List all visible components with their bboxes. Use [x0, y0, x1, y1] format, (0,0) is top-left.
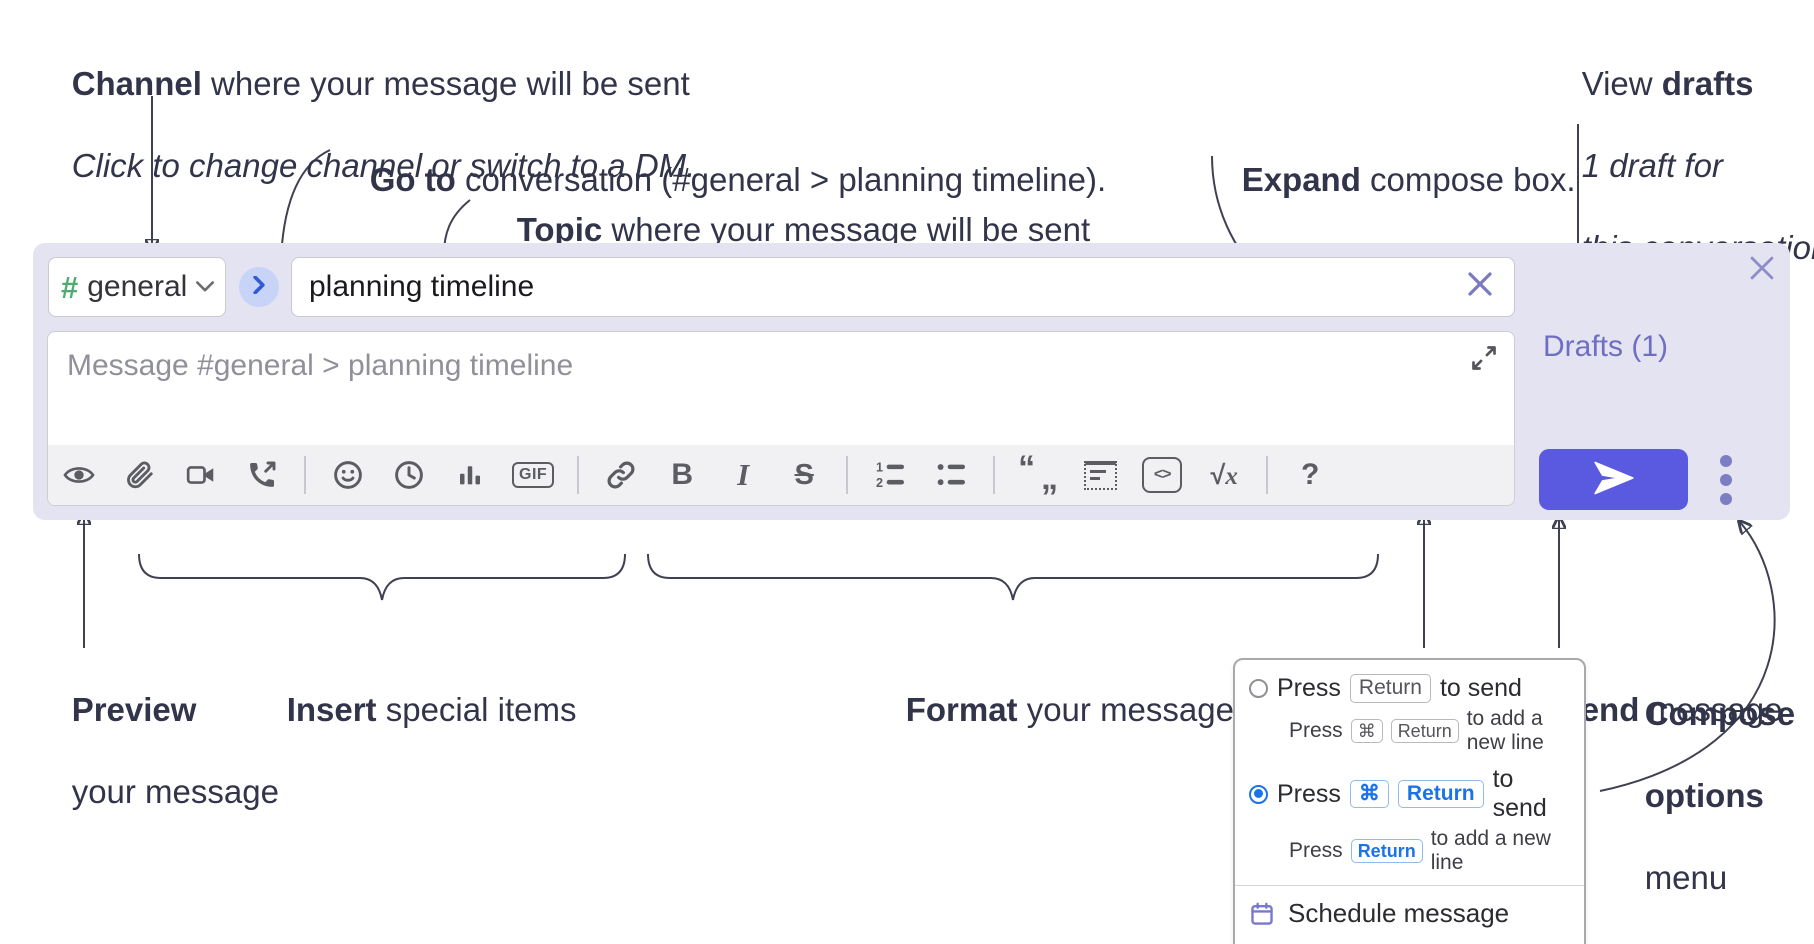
help-icon[interactable]: ?	[1301, 458, 1320, 491]
menu-item-view-scheduled[interactable]: View scheduled messages	[1249, 941, 1570, 944]
message-input[interactable]: Message #general > planning timeline	[67, 349, 574, 382]
go-to-conversation-button[interactable]	[239, 267, 279, 307]
code-icon[interactable]: <>	[1142, 452, 1183, 498]
chevron-right-icon	[253, 274, 265, 299]
menu-option-cmd-enter-sends[interactable]: Press ⌘ Return to send	[1249, 765, 1570, 823]
annotation-channel: Channel where your message will be sent …	[71, 65, 696, 184]
radio-selected-icon[interactable]	[1249, 784, 1268, 804]
expand-icon[interactable]	[1470, 344, 1498, 372]
svg-text:2: 2	[876, 476, 883, 490]
radio-icon[interactable]	[1249, 679, 1268, 698]
topic-input[interactable]	[291, 257, 1515, 317]
toolbar-divider	[1266, 456, 1269, 494]
annotation-insert: Insert special items	[286, 691, 577, 728]
toolbar-divider	[993, 456, 996, 494]
paperclip-icon[interactable]	[121, 452, 159, 498]
svg-text:1: 1	[876, 461, 883, 475]
annotation-format: Format your message	[905, 691, 1234, 728]
toolbar-divider	[846, 456, 849, 494]
send-button[interactable]	[1539, 449, 1688, 510]
strikethrough-icon[interactable]: S	[794, 458, 814, 491]
clock-icon[interactable]	[390, 452, 428, 498]
italic-icon[interactable]: I	[737, 457, 750, 492]
gif-icon[interactable]: GIF	[512, 452, 555, 498]
annotation-preview: Preview your message	[71, 691, 279, 810]
menu-item-schedule-message[interactable]: Schedule message	[1249, 898, 1570, 929]
drafts-link[interactable]: Drafts (1)	[1543, 330, 1669, 363]
video-camera-icon[interactable]	[182, 452, 220, 498]
bold-icon[interactable]: B	[671, 458, 693, 491]
phone-call-icon[interactable]	[243, 452, 281, 498]
message-area: Message #general > planning timeline	[47, 331, 1515, 506]
poll-icon[interactable]	[451, 452, 489, 498]
toolbar-divider	[304, 456, 306, 494]
channel-selector[interactable]: # general	[48, 257, 226, 317]
compose-box: # general Message #general > planning ti…	[33, 243, 1790, 520]
close-icon[interactable]	[1737, 243, 1787, 293]
bulleted-list-icon[interactable]	[932, 452, 970, 498]
menu-option-enter-sends[interactable]: Press Return to send	[1249, 674, 1570, 703]
annotation-topic: Topic where your message will be sent	[516, 211, 1091, 248]
kebab-dots-icon	[1720, 454, 1732, 467]
annotation-goto: Go to conversation (#general > planning …	[369, 161, 1107, 198]
compose-options-button[interactable]	[1711, 449, 1741, 510]
clear-topic-icon[interactable]	[1465, 269, 1495, 299]
menu-option-enter-sends-sub: Press ⌘ Return to add a new line	[1289, 707, 1544, 754]
eye-icon[interactable]	[60, 452, 98, 498]
menu-divider	[1235, 885, 1584, 886]
math-icon[interactable]: √x	[1210, 459, 1238, 490]
spoiler-icon[interactable]	[1081, 452, 1119, 498]
hash-icon: #	[61, 269, 79, 305]
channel-name: general	[87, 270, 188, 303]
chevron-down-icon	[196, 281, 215, 293]
emoji-icon[interactable]	[329, 452, 367, 498]
link-icon[interactable]	[602, 452, 640, 498]
toolbar-divider	[577, 456, 580, 494]
calendar-icon	[1249, 901, 1275, 927]
compose-options-menu: Press Return to send Press ⌘ Return to a…	[1233, 658, 1586, 944]
menu-option-cmd-enter-sends-sub: Press Return to add a new line	[1289, 827, 1551, 874]
quote-icon[interactable]: ““	[1018, 449, 1059, 501]
send-plane-icon	[1592, 460, 1636, 499]
annotation-compose-options: Compose options menu	[1644, 695, 1796, 896]
annotation-expand: Expand compose box.	[1241, 161, 1576, 198]
